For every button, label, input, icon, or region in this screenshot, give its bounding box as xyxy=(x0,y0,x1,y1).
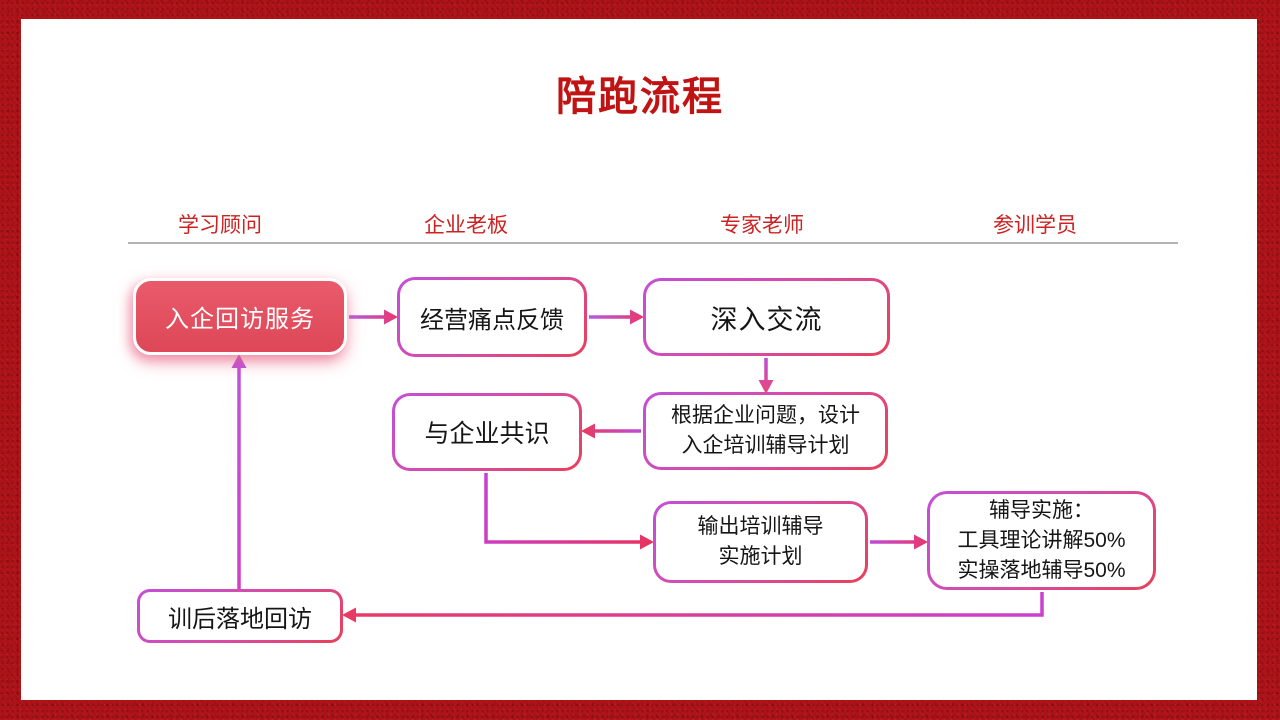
node-label-line: 辅导实施： xyxy=(989,498,1094,522)
node-output-plan: 输出培训辅导 实施计划 xyxy=(653,501,868,583)
lane-header-trainee: 参训学员 xyxy=(993,214,1077,237)
node-label: 训后落地回访 xyxy=(168,605,312,633)
connector-visit-to-pain xyxy=(349,309,398,325)
node-label-line: 入企培训辅导计划 xyxy=(681,434,850,457)
node-post-visit: 训后落地回访 xyxy=(137,589,343,643)
node-label: 与企业共识 xyxy=(424,420,550,448)
connector-pain-to-talk xyxy=(589,309,644,325)
node-label-line: 根据企业问题，设计 xyxy=(671,404,860,427)
node-label: 经营痛点反馈 xyxy=(420,306,564,334)
node-label: 入企回访服务 xyxy=(165,306,315,333)
lane-divider xyxy=(128,242,1178,244)
lane-header-boss: 企业老板 xyxy=(424,214,508,237)
connector-implementation-to-followup xyxy=(342,592,1044,623)
connector-talk-to-design xyxy=(758,358,774,394)
node-label-line: 输出培训辅导 xyxy=(697,515,824,538)
node-label-line: 实操落地辅导50% xyxy=(957,558,1126,582)
connector-design-to-consensus xyxy=(581,423,641,439)
slide-title: 陪跑流程 xyxy=(556,75,724,119)
node-label-line: 工具理论讲解50% xyxy=(957,528,1126,552)
connector-output-to-implementation xyxy=(870,534,928,550)
connector-followup-to-visit xyxy=(231,354,247,589)
node-design-plan: 根据企业问题，设计 入企培训辅导计划 xyxy=(643,392,888,470)
node-entry-visit: 入企回访服务 xyxy=(133,278,347,355)
lane-header-expert: 专家老师 xyxy=(720,214,804,237)
node-pain-feedback: 经营痛点反馈 xyxy=(397,277,587,357)
node-implementation: 辅导实施： 工具理论讲解50% 实操落地辅导50% xyxy=(927,491,1156,590)
node-deep-exchange: 深入交流 xyxy=(643,278,890,356)
node-label-line: 实施计划 xyxy=(718,545,803,568)
node-consensus: 与企业共识 xyxy=(392,393,582,471)
lane-header-consultant: 学习顾问 xyxy=(178,214,262,237)
node-label: 深入交流 xyxy=(710,304,823,335)
connector-consensus-to-output xyxy=(484,473,654,550)
